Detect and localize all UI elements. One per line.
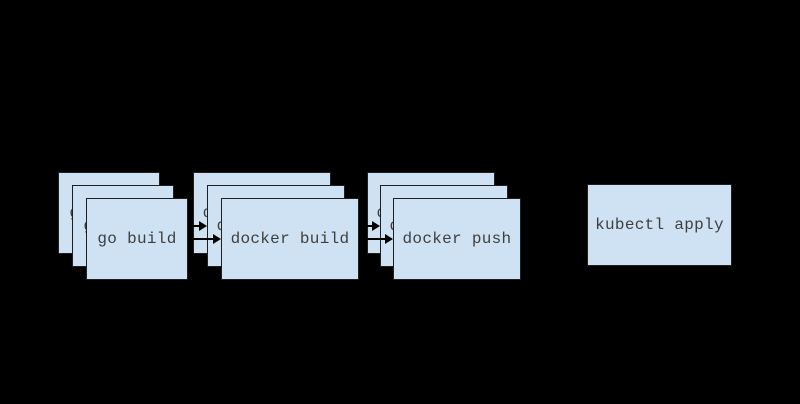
arrow-docker-push-to-kubectl-apply-middle xyxy=(508,221,587,231)
node-label: docker build xyxy=(230,230,350,248)
arrow-go-build-to-docker-build xyxy=(188,234,221,244)
arrowhead-right-icon xyxy=(579,208,587,218)
node-label: kubectl apply xyxy=(595,216,724,234)
arrow-docker-build-to-docker-push-middle xyxy=(345,221,380,231)
arrow-shaft xyxy=(359,238,386,240)
arrowhead-right-icon xyxy=(359,208,367,218)
node-go-build: go build xyxy=(86,198,188,280)
node-label: docker push xyxy=(402,230,512,248)
arrow-shaft xyxy=(188,238,214,240)
arrowhead-right-icon xyxy=(579,221,587,231)
node-docker-push: docker push xyxy=(393,198,521,280)
node-label: go build xyxy=(97,230,177,248)
arrowhead-right-icon xyxy=(199,221,207,231)
arrowhead-right-icon xyxy=(385,234,393,244)
node-kubectl-apply: kubectl apply xyxy=(587,184,732,266)
node-docker-build: docker build xyxy=(221,198,359,280)
arrowhead-right-icon xyxy=(579,234,587,244)
arrowhead-right-icon xyxy=(213,234,221,244)
arrow-docker-push-to-kubectl-apply xyxy=(521,234,587,244)
arrow-docker-push-to-kubectl-apply-back xyxy=(495,208,587,218)
arrow-docker-build-to-docker-push xyxy=(359,234,393,244)
arrow-shaft xyxy=(345,225,373,227)
arrow-shaft xyxy=(521,238,580,240)
arrow-shaft xyxy=(508,225,580,227)
arrowhead-right-icon xyxy=(185,208,193,218)
arrowhead-right-icon xyxy=(372,221,380,231)
arrow-shaft xyxy=(495,212,580,214)
